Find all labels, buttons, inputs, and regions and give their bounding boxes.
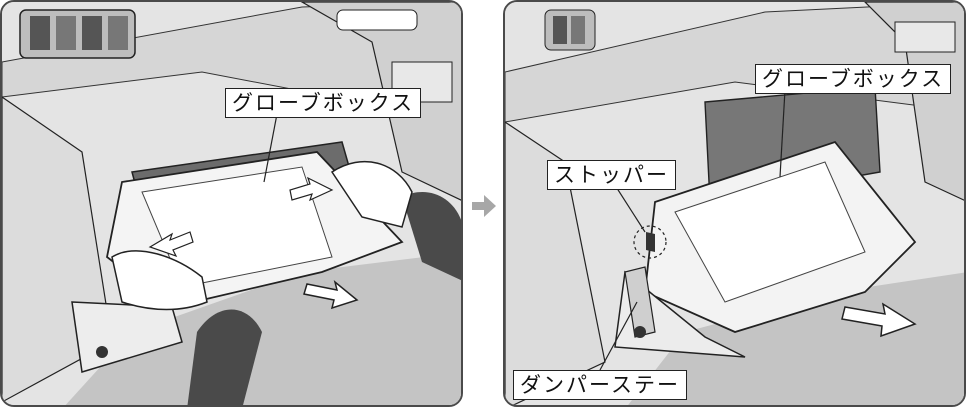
push-arrow-icon [148, 176, 334, 258]
dashboard-illustration-after [505, 2, 964, 405]
dashboard-illustration-before [2, 2, 461, 405]
air-vent-icon [19, 9, 136, 59]
pull-arrow-icon [841, 302, 917, 338]
pull-arrow-icon [303, 279, 359, 310]
air-vent-icon [544, 9, 596, 51]
illustration-panel-before: グローブボックス [0, 0, 463, 407]
glove-box-label: グローブボックス [225, 88, 422, 118]
stopper-label: ストッパー [547, 160, 676, 190]
illustration-panel-after: グローブボックス ストッパー ダンパーステー [503, 0, 966, 407]
step-arrow-icon [472, 195, 496, 217]
glove-box-label: グローブボックス [755, 64, 952, 94]
damper-stay-label: ダンパーステー [513, 370, 687, 400]
